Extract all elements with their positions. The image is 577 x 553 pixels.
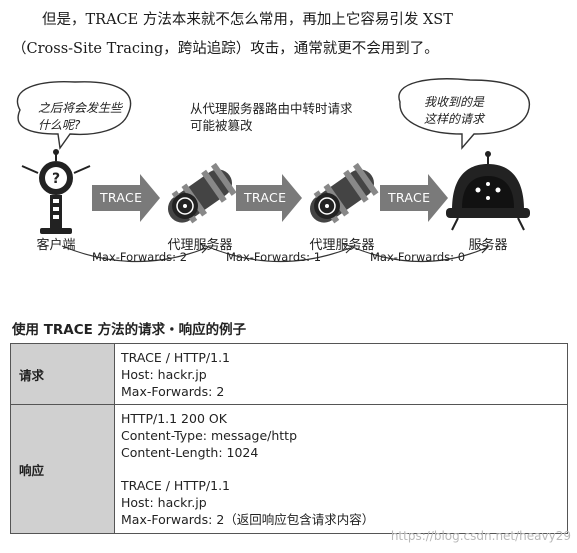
tamper-note-line-1: 从代理服务器路由中转时请求	[190, 101, 353, 116]
request-content: TRACE / HTTP/1.1 Host: hackr.jp Max-Forw…	[114, 343, 568, 405]
trace-arrow-label-2: TRACE	[244, 190, 287, 205]
proxy-server-icon-2	[309, 162, 379, 224]
trace-arrow-label-1: TRACE	[100, 190, 143, 205]
server-bubble-text: 我收到的是 这样的请求	[424, 94, 484, 128]
response-row: 响应 HTTP/1.1 200 OK Content-Type: message…	[10, 404, 568, 534]
trace-example-table: 请求 TRACE / HTTP/1.1 Host: hackr.jp Max-F…	[10, 343, 568, 534]
diagram-graphics: ?	[16, 78, 530, 263]
client-robot-icon: ?	[21, 149, 91, 234]
client-speech-bubble	[16, 81, 132, 150]
proxy-server-icon-1	[167, 162, 237, 224]
client-bubble-text: 之后将会发生些 什么呢?	[38, 100, 122, 134]
trace-diagram: ?	[0, 78, 577, 283]
intro-line-2: （Cross-Site Tracing，跨站追踪）攻击，通常就更不会用到了。	[12, 41, 439, 57]
response-line-4: TRACE / HTTP/1.1	[121, 478, 231, 493]
client-bubble-line-1: 之后将会发生些	[38, 101, 123, 115]
node-label-server: 服务器	[468, 238, 508, 253]
trace-arrow-1	[92, 174, 160, 222]
tamper-note: 从代理服务器路由中转时请求 可能被篡改	[190, 100, 353, 134]
server-bubble-line-2: 这样的请求	[424, 112, 485, 126]
server-speech-bubble	[398, 78, 530, 150]
trace-arrow-3	[380, 174, 448, 222]
server-bubble-line-1: 我收到的是	[424, 95, 485, 109]
request-line-3: Max-Forwards: 2	[121, 383, 225, 399]
max-forwards-curve-3	[349, 243, 490, 263]
request-line-1: TRACE / HTTP/1.1	[121, 349, 231, 365]
trace-arrow-label-3: TRACE	[388, 190, 431, 205]
node-label-proxy-2: 代理服务器	[309, 238, 375, 253]
response-line-2: Content-Type: message/http	[121, 428, 298, 443]
response-gap	[121, 461, 561, 477]
example-title: 使用 TRACE 方法的请求・响应的例子	[12, 322, 247, 338]
response-line-3: Content-Length: 1024	[121, 445, 259, 460]
response-label: 响应	[10, 404, 115, 534]
intro-paragraph: 但是，TRACE 方法本来就不怎么常用，再加上它容易引发 XST （Cross-…	[12, 6, 567, 64]
response-line-5: Host: hackr.jp	[121, 495, 207, 510]
request-line-2: Host: hackr.jp	[121, 366, 207, 382]
intro-line-1: 但是，TRACE 方法本来就不怎么常用，再加上它容易引发 XST	[42, 12, 453, 28]
trace-arrow-2	[236, 174, 302, 222]
tamper-note-line-2: 可能被篡改	[190, 118, 253, 133]
max-forwards-label-2: Max-Forwards: 1	[226, 250, 322, 264]
response-content: HTTP/1.1 200 OK Content-Type: message/ht…	[114, 404, 568, 534]
response-line-1: HTTP/1.1 200 OK	[121, 411, 227, 426]
node-label-client: 客户端	[36, 238, 76, 253]
request-label: 请求	[10, 343, 115, 405]
request-row: 请求 TRACE / HTTP/1.1 Host: hackr.jp Max-F…	[10, 343, 568, 405]
client-bubble-line-2: 什么呢?	[38, 118, 81, 132]
max-forwards-label-1: Max-Forwards: 2	[92, 250, 188, 264]
node-label-proxy-1: 代理服务器	[167, 238, 233, 253]
max-forwards-label-3: Max-Forwards: 0	[370, 250, 466, 264]
svg-text:?: ?	[52, 171, 60, 187]
server-robot-icon	[446, 151, 530, 231]
response-line-6: Max-Forwards: 2（返回响应包含请求内容）	[121, 512, 375, 527]
watermark: https://blog.csdn.net/heavy29	[390, 529, 571, 543]
